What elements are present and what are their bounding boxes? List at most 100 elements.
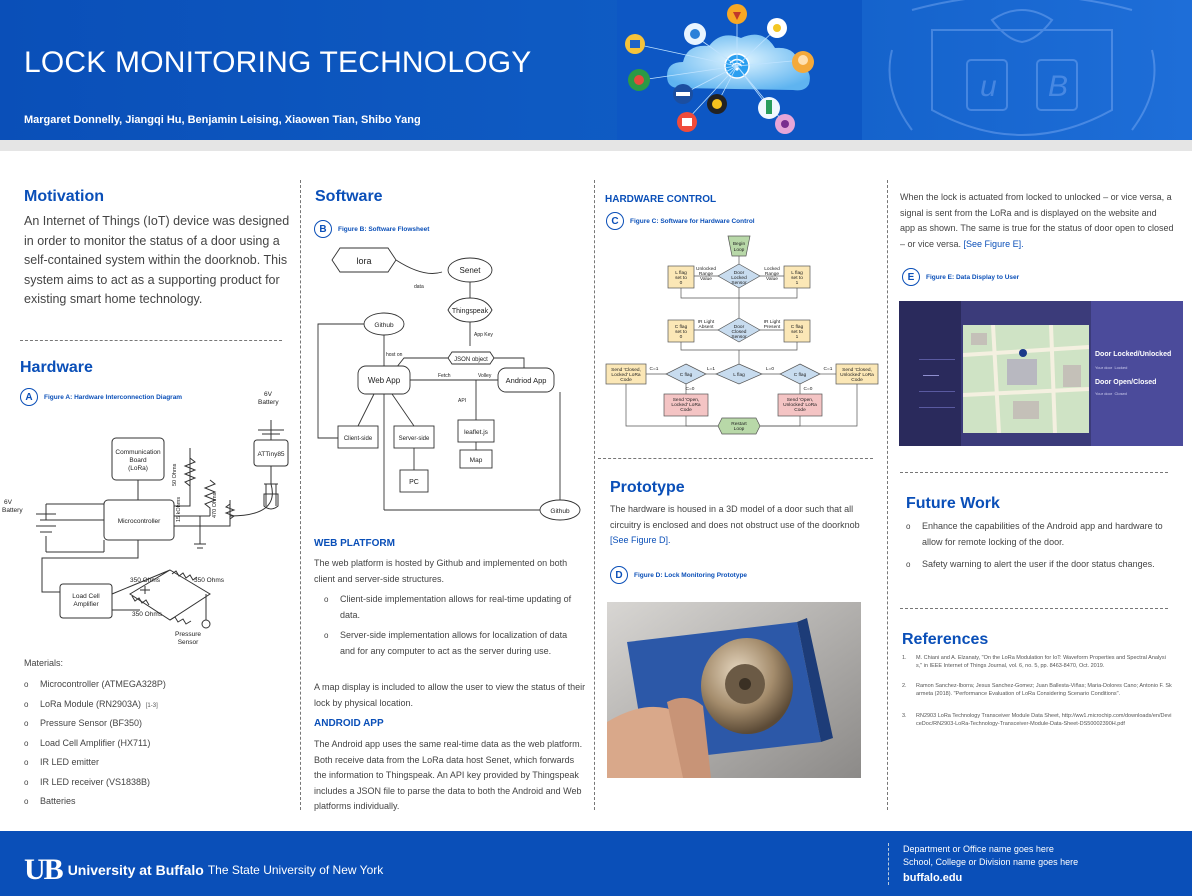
svg-text:set to: set to xyxy=(675,329,687,335)
figure-e-link[interactable]: [See Figure E]. xyxy=(963,238,1024,249)
column-divider xyxy=(300,180,301,810)
svg-text:API: API xyxy=(458,398,466,404)
svg-text:u: u xyxy=(980,70,997,103)
svg-text:Unlocked: Unlocked xyxy=(696,266,716,272)
material-item-text: IR LED receiver (VS1838B) xyxy=(40,776,151,787)
svg-text:C=0: C=0 xyxy=(686,386,695,392)
svg-text:Sensor: Sensor xyxy=(731,334,747,340)
svg-text:470 Ohms: 470 Ohms xyxy=(212,492,218,518)
svg-text:App Key: App Key xyxy=(474,332,493,338)
svg-text:data: data xyxy=(414,284,424,290)
bullet-marker: o xyxy=(24,719,29,728)
svg-text:Door: Door xyxy=(734,324,745,330)
bullet-marker: o xyxy=(24,699,29,709)
web-platform-text-2: A map display is included to allow the u… xyxy=(314,682,586,708)
status-panel: Door Locked/Unlocked Your door Locked Do… xyxy=(1091,301,1183,446)
figure-d-link[interactable]: [See Figure D]. xyxy=(610,535,671,545)
svg-text:C=1: C=1 xyxy=(650,366,659,372)
software-heading: Software xyxy=(315,188,383,205)
web-platform-heading: WEB PLATFORM xyxy=(314,538,395,549)
svg-text:C flag: C flag xyxy=(791,324,804,330)
open-status-title: Door Open/Closed xyxy=(1095,379,1157,386)
svg-text:1: 1 xyxy=(796,334,799,340)
svg-text:50 Ohms: 50 Ohms xyxy=(172,463,178,486)
svg-text:Absent: Absent xyxy=(699,324,715,330)
svg-text:Loop: Loop xyxy=(734,426,745,432)
figure-e-label: E Figure E: Data Display to User xyxy=(902,268,1019,286)
svg-text:L=1: L=1 xyxy=(707,366,715,372)
figure-a-badge: A xyxy=(20,388,38,406)
figure-d-label: D Figure D: Lock Monitoring Prototype xyxy=(610,566,747,584)
server-side-node: Server-side xyxy=(399,436,430,442)
references-heading: References xyxy=(902,631,989,648)
svg-text:C flag: C flag xyxy=(794,372,807,378)
future-item-text: Safety warning to alert the user if the … xyxy=(922,559,1155,569)
prototype-text: The hardware is housed in a 3D model of … xyxy=(610,502,868,549)
figure-c-caption: Figure C: Software for Hardware Control xyxy=(630,217,755,225)
svg-text:6V: 6V xyxy=(4,499,13,506)
footer-contact: Department or Office name goes here Scho… xyxy=(888,843,1078,885)
svg-text:Battery: Battery xyxy=(2,507,23,514)
poster-footer: UB University at Buffalo The State Unive… xyxy=(0,831,1192,896)
svg-text:set to: set to xyxy=(791,275,803,281)
svg-text:Locked' LoRa: Locked' LoRa xyxy=(611,372,641,378)
reference-item: 1.M. Chiani and A. Elzanaty, "On the LoR… xyxy=(902,655,1166,669)
section-divider xyxy=(20,340,282,341)
figure-b-label: B Figure B: Software Flowsheet xyxy=(314,220,429,238)
ub-logo[interactable]: UB University at Buffalo The State Unive… xyxy=(24,853,383,887)
svg-text:Code: Code xyxy=(851,377,863,383)
svg-text:Pressure: Pressure xyxy=(175,631,201,638)
bullet-marker: o xyxy=(24,738,29,748)
android-app-node: Andriod App xyxy=(506,376,547,385)
material-item-text: Pressure Sensor (BF350) xyxy=(40,718,143,728)
software-flowsheet-diagram: lora data Senet Thingspeak App Key JSON … xyxy=(317,247,581,521)
svg-text:Begin: Begin xyxy=(733,241,746,247)
section-divider xyxy=(900,472,1168,473)
svg-text:IR Light: IR Light xyxy=(764,319,781,325)
citation-ref: [1-3] xyxy=(144,702,158,709)
svg-text:6V: 6V xyxy=(264,391,273,398)
svg-text:Code: Code xyxy=(794,407,806,413)
lock-status-value: Your door Locked xyxy=(1095,365,1128,370)
figure-e-badge: E xyxy=(902,268,920,286)
bullet-marker: o xyxy=(324,595,329,604)
material-item-text: IR LED emitter xyxy=(40,757,100,767)
svg-text:set to: set to xyxy=(675,275,687,281)
open-status-value: Your door Closed xyxy=(1095,391,1127,396)
web-platform-text: The web platform is hosted by Github and… xyxy=(314,558,568,584)
svg-text:B: B xyxy=(1048,70,1068,103)
web-app-node: Web App xyxy=(368,376,401,385)
hardware-control-heading: HARDWARE CONTROL xyxy=(605,194,717,205)
materials-label: Materials: xyxy=(24,658,64,668)
svg-text:C=0: C=0 xyxy=(804,386,813,392)
figure-b-caption: Figure B: Software Flowsheet xyxy=(338,225,430,233)
svg-text:Sensor: Sensor xyxy=(731,280,747,286)
material-item-text: LoRa Module (RN2903A) [1-3] xyxy=(40,698,158,709)
poster-title: LOCK MONITORING TECHNOLOGY xyxy=(24,46,532,79)
svg-text:Send 'Closed,: Send 'Closed, xyxy=(842,367,872,373)
bullet-marker: o xyxy=(24,680,29,689)
figure-a-label: A Figure A: Hardware Interconnection Dia… xyxy=(20,388,182,406)
iot-cloud-illustration xyxy=(617,0,862,140)
lock-status-title: Door Locked/Unlocked xyxy=(1095,351,1172,358)
svg-text:Door: Door xyxy=(734,270,745,276)
android-app-heading: ANDROID APP xyxy=(314,718,384,729)
svg-text:Value: Value xyxy=(766,276,778,282)
svg-text:1: 1 xyxy=(796,280,799,286)
leaflet-node: leaflet.js xyxy=(464,429,489,436)
svg-text:Locked: Locked xyxy=(731,275,747,281)
svg-text:Range: Range xyxy=(699,271,713,277)
svg-text:host on: host on xyxy=(386,352,403,358)
website-link[interactable]: buffalo.edu xyxy=(903,872,963,884)
svg-text:(LoRa): (LoRa) xyxy=(128,465,148,472)
data-display-screenshot: Door Locked/Unlocked Your door Locked Do… xyxy=(899,301,1183,446)
figure-c-badge: C xyxy=(606,212,624,230)
github-node: Github xyxy=(374,322,394,329)
motivation-text: An Internet of Things (IoT) device was d… xyxy=(24,214,290,306)
bullet-marker: o xyxy=(906,522,911,531)
